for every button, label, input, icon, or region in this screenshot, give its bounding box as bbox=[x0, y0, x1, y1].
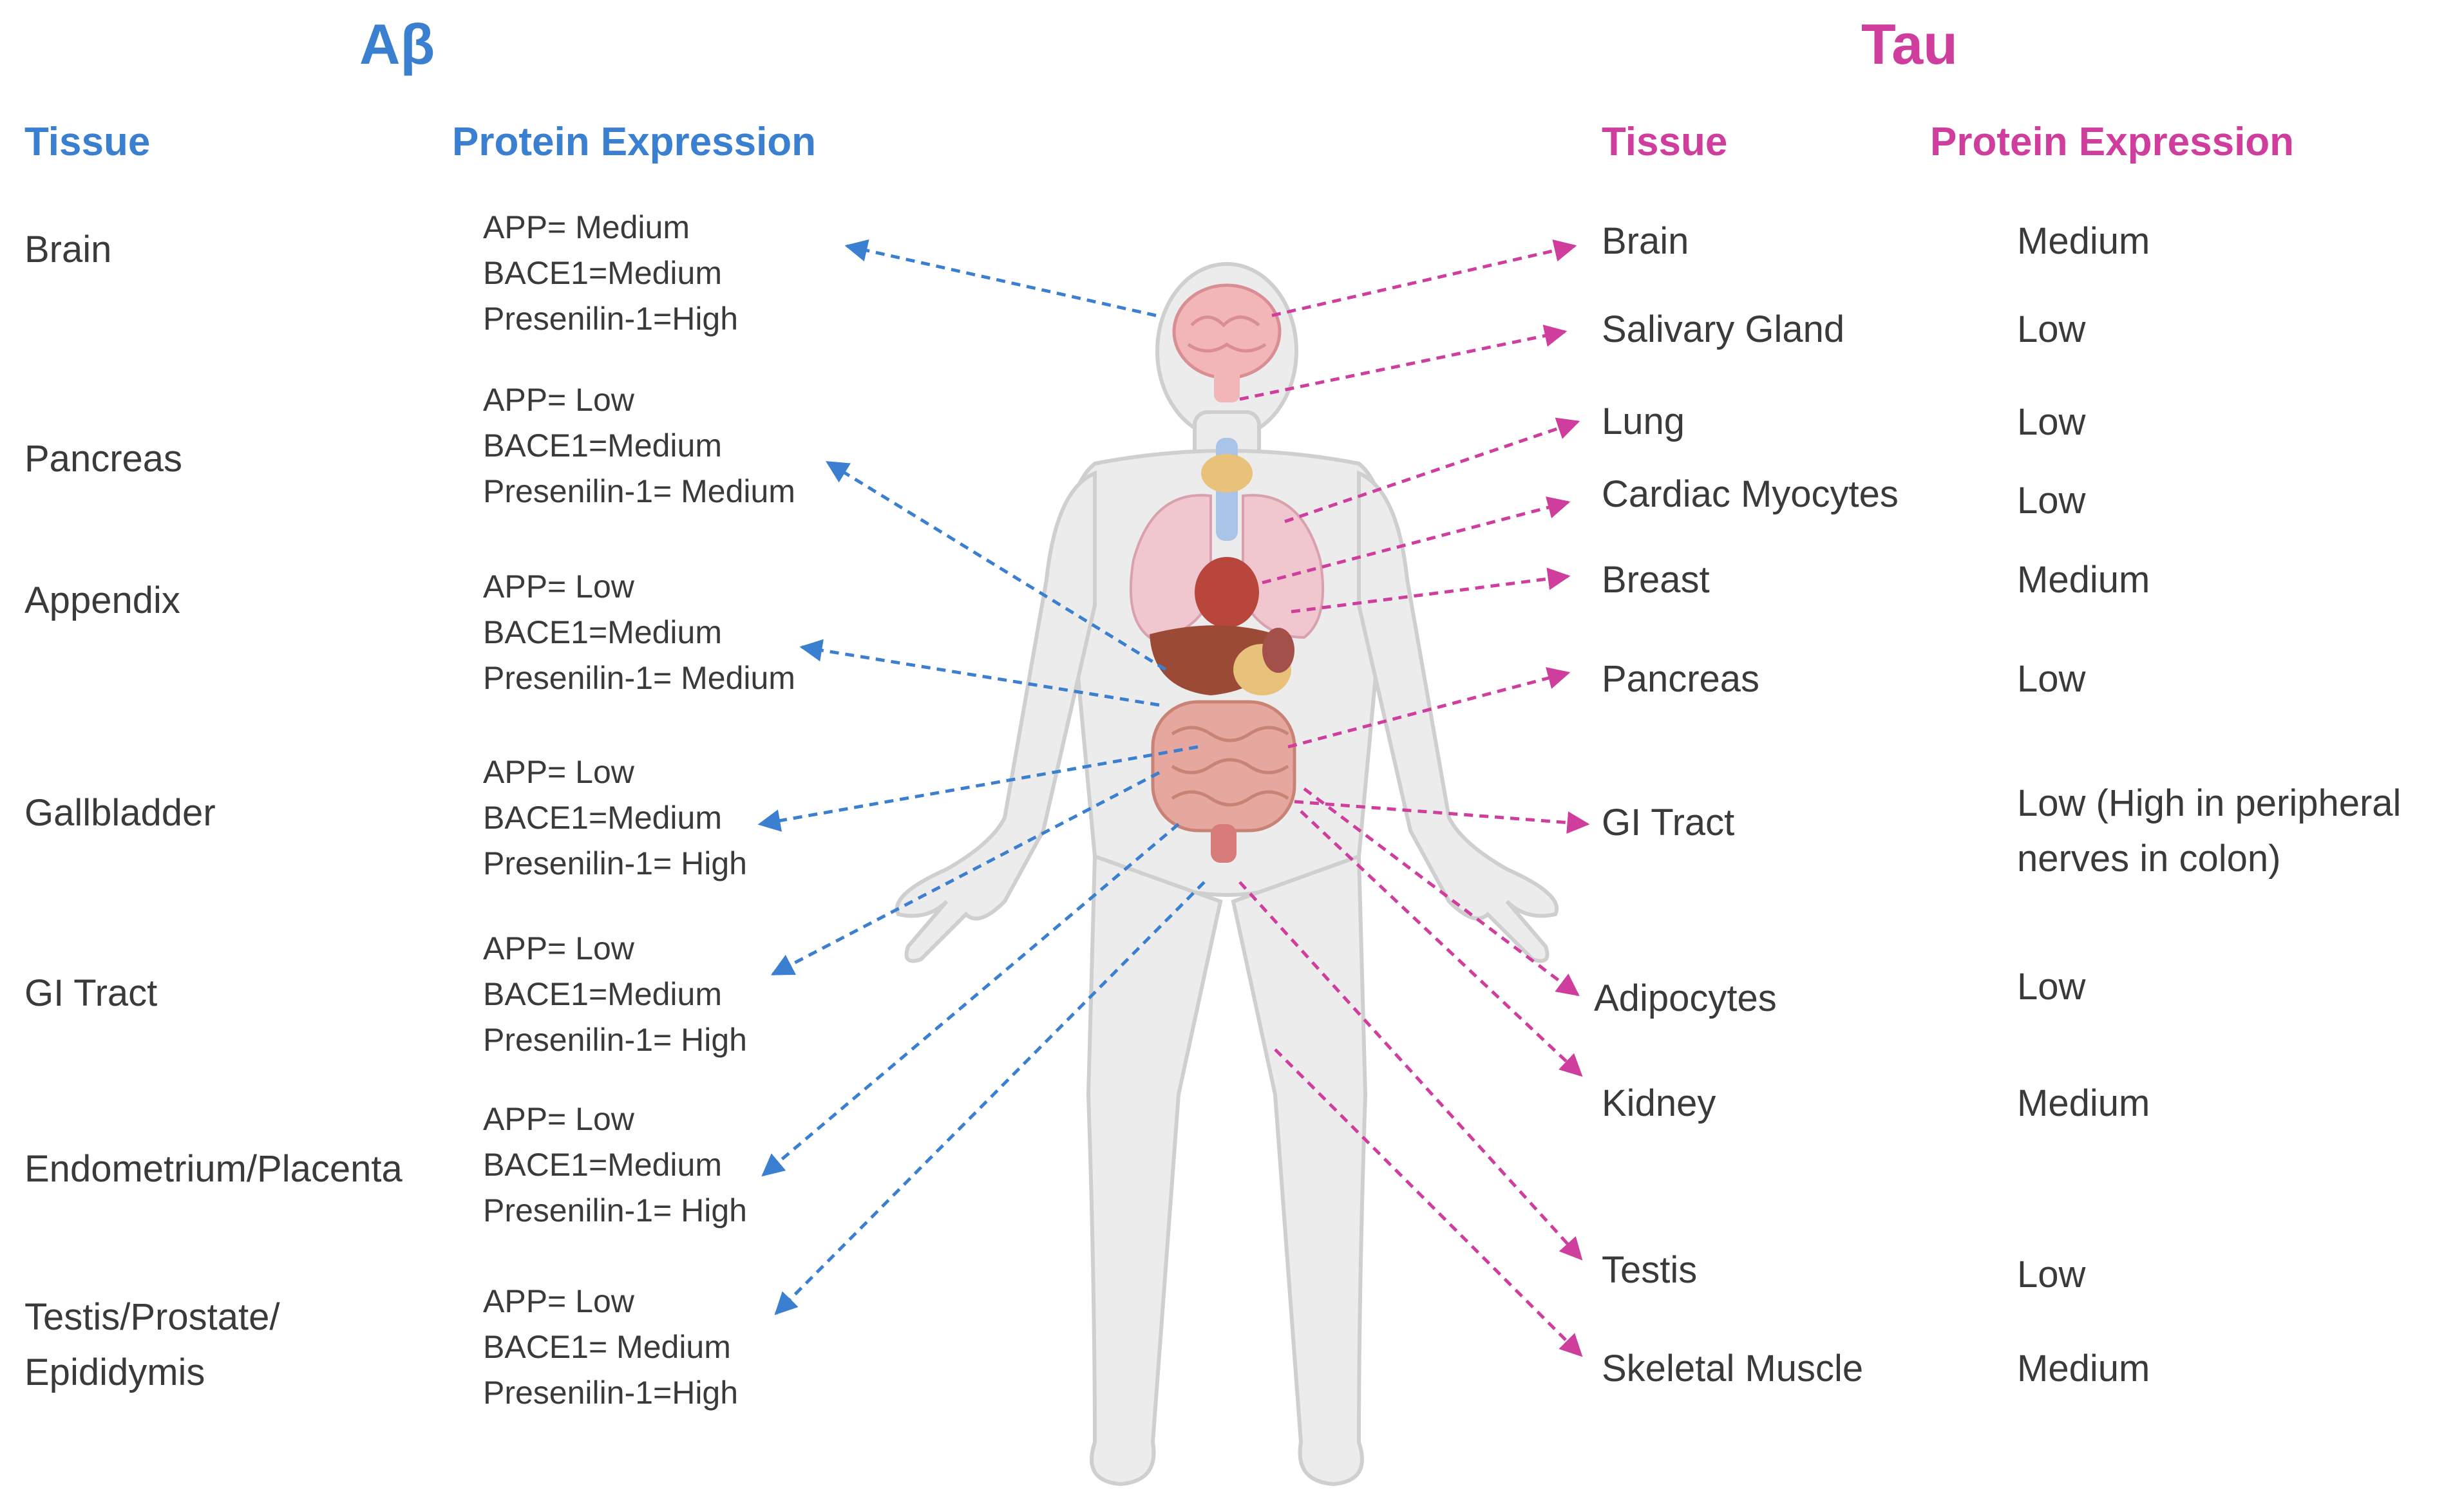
expression-line: APP= Medium bbox=[483, 209, 690, 245]
tau-expression-kidney: Medium bbox=[2017, 1082, 2150, 1124]
abeta-tissue-header: Tissue bbox=[24, 120, 151, 164]
tau-expression-pancreas: Low bbox=[2017, 658, 2086, 700]
abeta-arrows bbox=[757, 239, 1206, 1315]
tau-tissue-lung: Lung bbox=[1602, 400, 1685, 442]
abeta-tissue-testis-line-2: Epididymis bbox=[24, 1351, 205, 1393]
abeta-expression-endometrium-placenta: APP= Low BACE1=Medium Presenilin-1= High bbox=[483, 1097, 747, 1234]
expression-line: BACE1=Medium bbox=[483, 976, 722, 1012]
abeta-tissue-appendix: Appendix bbox=[24, 579, 180, 621]
expression-line: BACE1=Medium bbox=[483, 1147, 722, 1183]
tau-tissue-adipocytes: Adipocytes bbox=[1594, 977, 1777, 1019]
abeta-expression-testis: APP= Low BACE1= Medium Presenilin-1=High bbox=[483, 1279, 738, 1416]
expression-line: APP= Low bbox=[483, 930, 634, 966]
organs-illustration bbox=[1129, 283, 1325, 863]
abeta-title: Aβ bbox=[359, 12, 435, 76]
tau-expression-gi-tract: Low (High in peripheral nerves in colon) bbox=[2017, 776, 2401, 887]
expression-line: BACE1=Medium bbox=[483, 800, 722, 836]
expression-line: BACE1=Medium bbox=[483, 428, 722, 464]
expression-line: Presenilin-1= High bbox=[483, 1022, 747, 1058]
abeta-tissue-gi-tract: GI Tract bbox=[24, 972, 158, 1014]
tau-expression-brain: Medium bbox=[2017, 220, 2150, 262]
expression-line: APP= Low bbox=[483, 382, 634, 418]
abeta-expression-brain: APP= Medium BACE1=Medium Presenilin-1=Hi… bbox=[483, 205, 738, 342]
abeta-expression-header: Protein Expression bbox=[452, 120, 817, 164]
abeta-tissue-testis-line-1: Testis/Prostate/ bbox=[24, 1296, 280, 1338]
abeta-tissue-endometrium-placenta: Endometrium/Placenta bbox=[24, 1148, 403, 1190]
tau-gi-expression-line-1: Low (High in peripheral bbox=[2017, 782, 2402, 824]
tau-arrows bbox=[1238, 239, 1590, 1357]
tau-expression-salivary-gland: Low bbox=[2017, 308, 2086, 350]
expression-line: APP= Low bbox=[483, 569, 634, 605]
tau-expression-header: Protein Expression bbox=[1930, 120, 2295, 164]
tau-gi-expression-line-2: nerves in colon) bbox=[2017, 838, 2281, 880]
abeta-expression-gallbladder: APP= Low BACE1=Medium Presenilin-1= High bbox=[483, 749, 747, 887]
tau-tissue-testis: Testis bbox=[1602, 1249, 1698, 1291]
abeta-tissue-testis-prostate-epididymis: Testis/Prostate/ Epididymis bbox=[24, 1290, 280, 1400]
expression-line: Presenilin-1= High bbox=[483, 1192, 747, 1228]
abeta-tissue-brain: Brain bbox=[24, 229, 112, 270]
abeta-tissue-pancreas: Pancreas bbox=[24, 438, 183, 480]
expression-line: APP= Low bbox=[483, 754, 634, 790]
tau-expression-testis: Low bbox=[2017, 1254, 2086, 1295]
tau-tissue-kidney: Kidney bbox=[1602, 1082, 1716, 1124]
tau-tissue-breast: Breast bbox=[1602, 559, 1710, 601]
tau-tissue-brain: Brain bbox=[1602, 220, 1689, 262]
expression-line: Presenilin-1=High bbox=[483, 1375, 739, 1411]
tau-expression-cardiac-myocytes: Low bbox=[2017, 480, 2086, 522]
expression-line: Presenilin-1= Medium bbox=[483, 660, 795, 696]
expression-line: BACE1= Medium bbox=[483, 1329, 731, 1365]
tau-expression-skeletal-muscle: Medium bbox=[2017, 1348, 2150, 1389]
tau-tissue-header: Tissue bbox=[1602, 120, 1728, 164]
abeta-tissue-gallbladder: Gallbladder bbox=[24, 792, 216, 834]
expression-line: Presenilin-1= Medium bbox=[483, 473, 795, 509]
tau-expression-lung: Low bbox=[2017, 401, 2086, 443]
abeta-expression-gi-tract: APP= Low BACE1=Medium Presenilin-1= High bbox=[483, 926, 747, 1063]
expression-line: BACE1=Medium bbox=[483, 255, 722, 291]
tau-tissue-cardiac-myocytes: Cardiac Myocytes bbox=[1602, 473, 1899, 515]
tau-tissue-salivary-gland: Salivary Gland bbox=[1602, 308, 1845, 350]
tau-tissue-skeletal-muscle: Skeletal Muscle bbox=[1602, 1348, 1864, 1389]
abeta-expression-appendix: APP= Low BACE1=Medium Presenilin-1= Medi… bbox=[483, 564, 795, 701]
expression-line: APP= Low bbox=[483, 1101, 634, 1137]
abeta-expression-pancreas: APP= Low BACE1=Medium Presenilin-1= Medi… bbox=[483, 377, 795, 514]
expression-line: BACE1=Medium bbox=[483, 614, 722, 650]
expression-line: APP= Low bbox=[483, 1283, 634, 1319]
tau-title: Tau bbox=[1861, 12, 1958, 76]
tau-tissue-gi-tract: GI Tract bbox=[1602, 802, 1735, 843]
tau-expression-breast: Medium bbox=[2017, 559, 2150, 601]
tau-expression-adipocytes: Low bbox=[2017, 966, 2086, 1008]
expression-line: Presenilin-1=High bbox=[483, 301, 739, 337]
expression-line: Presenilin-1= High bbox=[483, 845, 747, 881]
tau-tissue-pancreas: Pancreas bbox=[1602, 658, 1760, 700]
